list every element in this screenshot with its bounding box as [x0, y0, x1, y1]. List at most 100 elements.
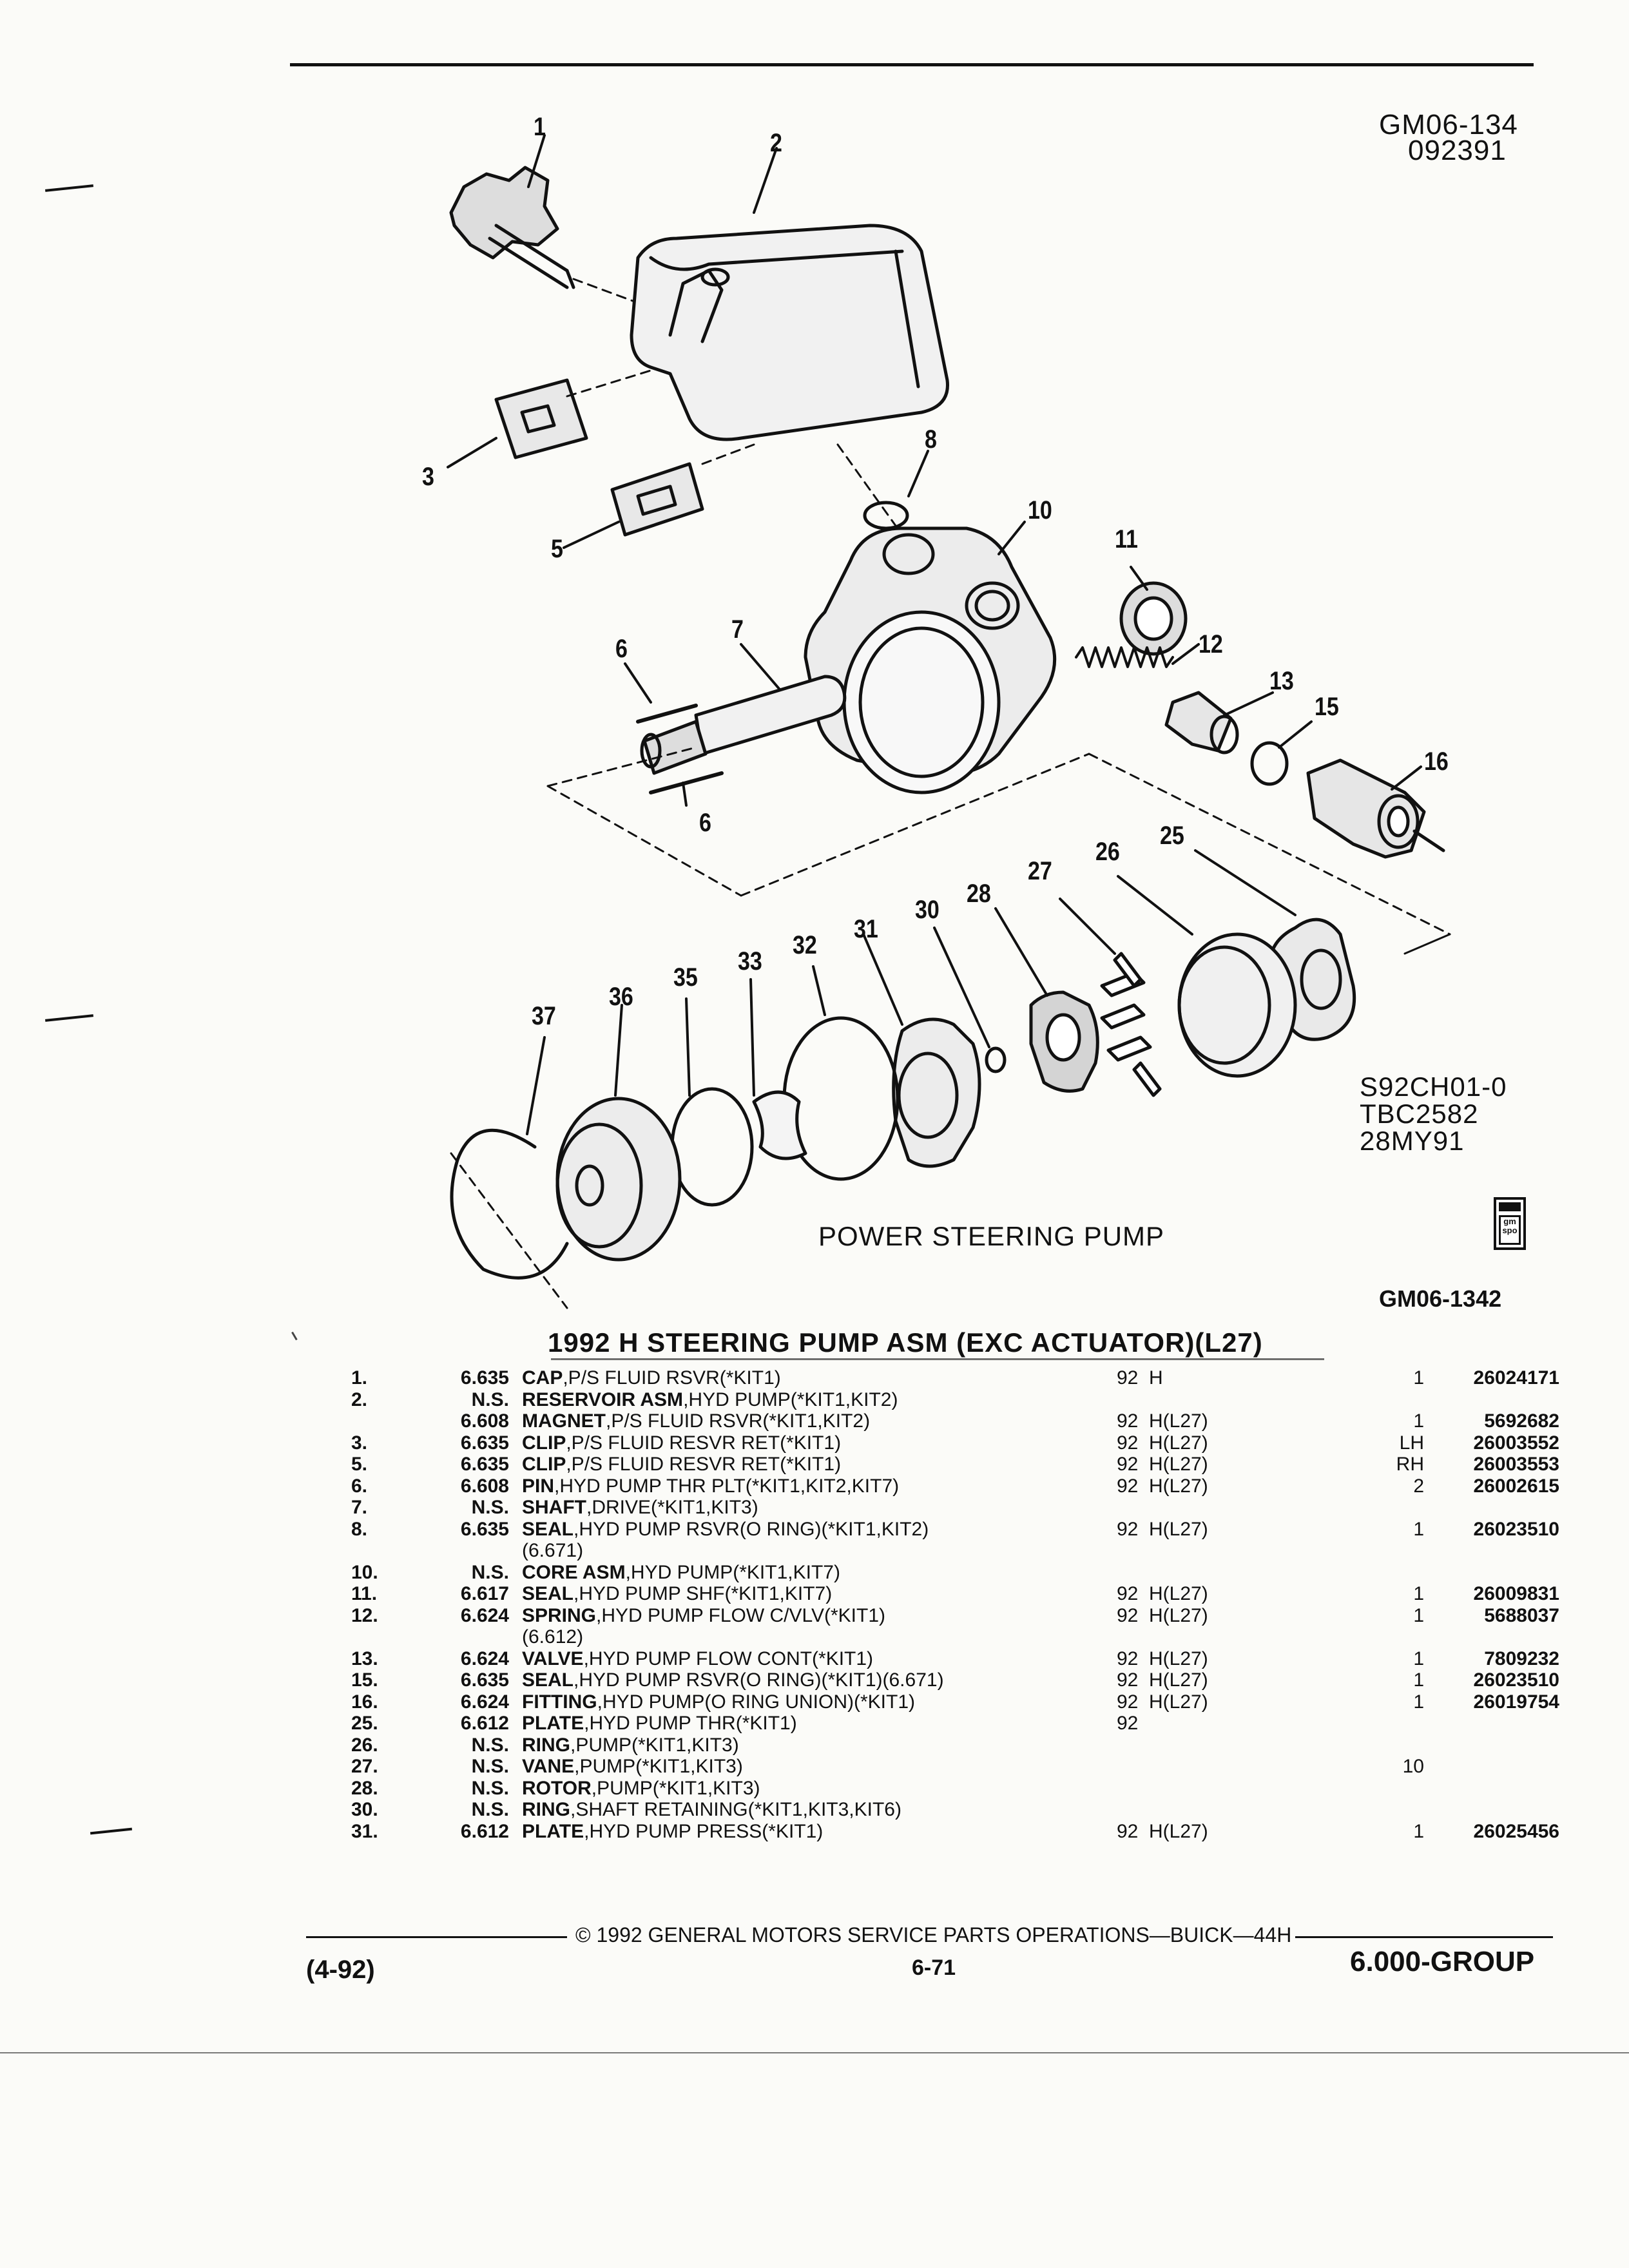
- part-description: SEAL,HYD PUMP RSVR(O RING)(*KIT1)(6.671): [522, 1669, 944, 1691]
- callout-15: 15: [1315, 693, 1339, 721]
- part-number: 5692682: [1484, 1410, 1559, 1432]
- group-code: 6.624: [460, 1691, 509, 1713]
- part-description: RESERVOIR ASM,HYD PUMP(*KIT1,KIT2): [522, 1389, 898, 1410]
- group-code: N.S.: [471, 1734, 509, 1756]
- callout-32: 32: [793, 931, 817, 959]
- group-code: N.S.: [471, 1756, 509, 1777]
- part-detail: ,DRIVE(*KIT1,KIT3): [586, 1497, 758, 1518]
- part-detail: ,PUMP(*KIT1,KIT3): [591, 1777, 760, 1799]
- model-code: H: [1149, 1367, 1163, 1389]
- footer-rule-left: [306, 1936, 567, 1938]
- vane-part: [1100, 952, 1162, 1097]
- item-number: 28.: [351, 1777, 378, 1799]
- model-year: 92: [1117, 1367, 1139, 1389]
- parts-list-title: 1992 H STEERING PUMP ASM (EXC ACTUATOR)(…: [548, 1327, 1263, 1358]
- quantity: 1: [1413, 1410, 1424, 1432]
- core-part: [804, 526, 1057, 794]
- model-code: H(L27): [1149, 1583, 1208, 1604]
- quantity: 2: [1413, 1475, 1424, 1497]
- model-code: H(L27): [1149, 1432, 1208, 1454]
- part-number: 26009831: [1473, 1583, 1559, 1604]
- group-code: 6.635: [460, 1669, 509, 1691]
- quantity: 1: [1413, 1691, 1424, 1713]
- group-code: 6.617: [460, 1583, 509, 1604]
- model-year: 92: [1117, 1475, 1139, 1497]
- oring-part-8: [863, 501, 909, 530]
- oring-part-15: [1250, 741, 1289, 786]
- group-code: 6.624: [460, 1604, 509, 1626]
- part-name: SEAL: [522, 1518, 574, 1540]
- part-detail: ,P/S FLUID RESVR RET(*KIT1): [566, 1432, 842, 1454]
- part-description: ROTOR,PUMP(*KIT1,KIT3): [522, 1778, 760, 1799]
- part-detail: ,SHAFT RETAINING(*KIT1,KIT3,KIT6): [570, 1799, 901, 1820]
- part-description: SPRING,HYD PUMP FLOW C/VLV(*KIT1): [522, 1605, 885, 1626]
- model-year: 92: [1117, 1604, 1139, 1626]
- bottom-rule: [0, 2052, 1629, 2053]
- retaining-ring-part-37: [450, 1128, 569, 1280]
- page-number: 6-71: [912, 1956, 956, 1980]
- part-number: 26003553: [1473, 1454, 1559, 1475]
- model-code: H(L27): [1149, 1820, 1208, 1842]
- part-detail: ,HYD PUMP THR PLT(*KIT1,KIT2,KIT7): [554, 1475, 900, 1497]
- quantity: 1: [1413, 1820, 1424, 1842]
- clip-part-33: [752, 1090, 807, 1160]
- table-row: 28.N.S.ROTOR,PUMP(*KIT1,KIT3): [351, 1778, 1563, 1800]
- item-number: 30.: [351, 1799, 378, 1820]
- part-description: CAP,P/S FLUID RSVR(*KIT1): [522, 1367, 781, 1389]
- model-code: H(L27): [1149, 1475, 1208, 1497]
- part-name: RESERVOIR ASM: [522, 1389, 684, 1410]
- part-number: 26023510: [1473, 1518, 1559, 1540]
- group-code: 6.612: [460, 1713, 509, 1734]
- part-name: PIN: [522, 1475, 555, 1497]
- callout-35: 35: [673, 963, 698, 992]
- side-code-2: TBC2582: [1360, 1099, 1479, 1129]
- part-name: RING: [522, 1799, 570, 1820]
- callout-13: 13: [1269, 667, 1294, 695]
- callout-31: 31: [854, 915, 878, 943]
- part-description: SHAFT,DRIVE(*KIT1,KIT3): [522, 1497, 758, 1518]
- model-code: H(L27): [1149, 1518, 1208, 1540]
- part-number: 26002615: [1473, 1475, 1559, 1497]
- part-description: (6.612): [522, 1626, 583, 1648]
- group-code: 6.635: [460, 1432, 509, 1454]
- item-number: 15.: [351, 1669, 378, 1691]
- ring-part-26: [1177, 932, 1297, 1078]
- gmspo-logo-icon: gm spo: [1494, 1197, 1526, 1250]
- quantity: 1: [1413, 1583, 1424, 1604]
- model-year: 92: [1117, 1669, 1139, 1691]
- margin-mark: [90, 1827, 133, 1835]
- figure-id: GM06-1342: [1379, 1285, 1502, 1312]
- footer-date: (4-92): [306, 1956, 375, 1984]
- part-name: ROTOR: [522, 1777, 592, 1799]
- item-number: 16.: [351, 1691, 378, 1713]
- callout-26: 26: [1095, 838, 1120, 866]
- margin-tick: [291, 1329, 301, 1341]
- item-number: 5.: [351, 1454, 368, 1475]
- clip-part-5: [610, 443, 755, 537]
- model-year: 92: [1117, 1583, 1139, 1604]
- part-description: PLATE,HYD PUMP PRESS(*KIT1): [522, 1821, 823, 1842]
- table-row: 10.N.S.CORE ASM,HYD PUMP(*KIT1,KIT7): [351, 1562, 1563, 1584]
- part-detail: ,HYD PUMP PRESS(*KIT1): [584, 1820, 824, 1842]
- model-code: H(L27): [1149, 1648, 1208, 1669]
- table-row: (6.612): [351, 1626, 1563, 1648]
- part-number: 26003552: [1473, 1432, 1559, 1454]
- callout-12: 12: [1199, 630, 1223, 658]
- model-code: H(L27): [1149, 1669, 1208, 1691]
- group-code: N.S.: [471, 1497, 509, 1518]
- callout-10: 10: [1028, 496, 1052, 524]
- quantity: 1: [1413, 1604, 1424, 1626]
- part-number: 5688037: [1484, 1604, 1559, 1626]
- ref-code: GM06-134: [1379, 109, 1518, 140]
- model-year: 92: [1117, 1691, 1139, 1713]
- part-name: SEAL: [522, 1583, 574, 1604]
- callout-1: 1: [534, 113, 546, 141]
- item-number: 26.: [351, 1734, 378, 1756]
